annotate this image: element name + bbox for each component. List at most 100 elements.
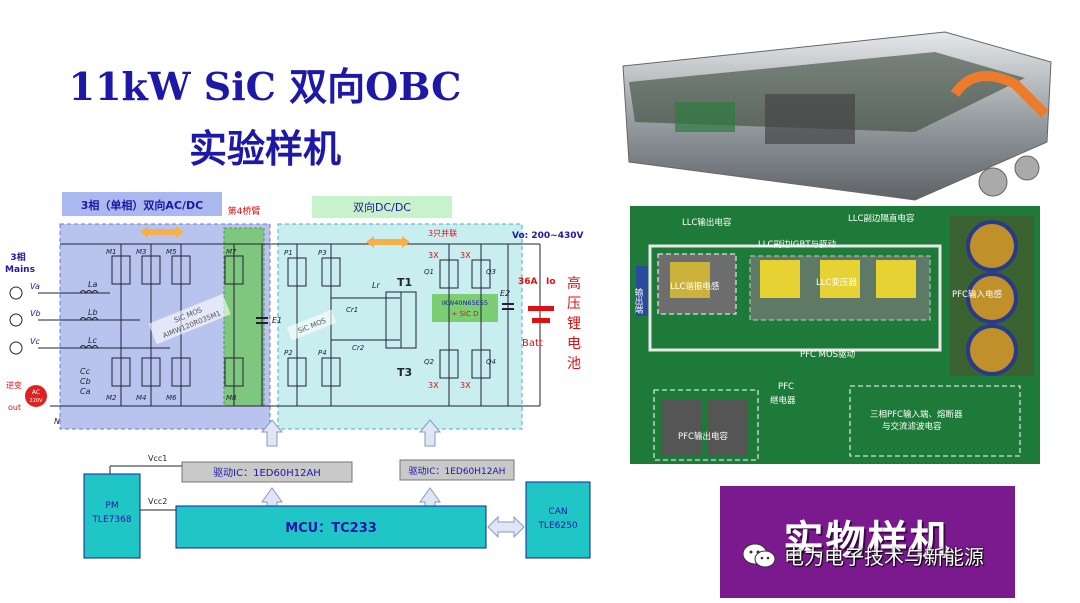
- la-label: La: [88, 280, 97, 289]
- pm-part: TLE7368: [91, 515, 131, 525]
- lr-label: Lr: [372, 281, 380, 290]
- cc-label: Cc: [80, 367, 91, 376]
- mains-label: 3相: [10, 251, 25, 263]
- lc-label: Lc: [88, 336, 97, 345]
- switch-m7: M7: [226, 248, 237, 256]
- three-parallel-label: 3只并联: [428, 228, 457, 238]
- ac-volt-label: 220V: [30, 398, 44, 404]
- switch-q4: Q4: [486, 358, 496, 366]
- dc-dc-label: 双向DC/DC: [353, 200, 411, 214]
- label-pfc-relay: PFC: [778, 382, 794, 392]
- ac-dc-header: [62, 192, 222, 216]
- label-pfc-input-terminal: 三相PFC输入端、熔断器: [870, 410, 963, 420]
- watermark: 电力电子技术与新能源: [742, 541, 984, 570]
- mcu-block: [175, 505, 487, 549]
- fourth-leg-label: 第4桥臂: [228, 205, 261, 217]
- va-label: Va: [30, 282, 40, 291]
- switch-m2: M2: [106, 394, 117, 402]
- switch-m6: M6: [166, 394, 177, 402]
- label-llc-side-cap: LLC副边隔直电容: [848, 214, 915, 224]
- watermark-text: 电力电子技术与新能源: [784, 545, 984, 569]
- switch-q1: Q1: [424, 268, 434, 276]
- can-label: CAN: [548, 507, 567, 517]
- x3-label-2: 3X: [460, 251, 471, 260]
- vcc1-label: Vcc1: [148, 454, 167, 463]
- label-llc-igbt: LLC副边IGBT与驱动: [758, 240, 837, 250]
- label-side-output: 输出端: [633, 288, 643, 314]
- label-llc-transformer: LLC变压器: [816, 278, 857, 288]
- lb-label: Lb: [88, 308, 98, 317]
- x3-label-3: 3X: [428, 381, 439, 390]
- t3-label: T3: [397, 366, 412, 379]
- cr2-label: Cr2: [352, 344, 365, 352]
- pm-label: PM: [105, 501, 118, 511]
- vc-label: Vc: [30, 337, 40, 346]
- n-label: N: [54, 417, 60, 426]
- x3-label-1: 3X: [428, 251, 439, 260]
- vb-label: Vb: [30, 309, 41, 318]
- prototype-banner: 实物样机: [720, 486, 1015, 598]
- inverse-out-label2: out: [8, 403, 21, 412]
- mains-label2: Mains: [5, 265, 35, 275]
- wechat-icon: [742, 543, 776, 567]
- io-current-label: 36A: [518, 277, 538, 287]
- title-line2: 实验样机: [188, 127, 341, 171]
- circuit-diagram: 3相（单相）双向AC/DC 第4桥臂 双向DC/DC 3相 Mains Va V…: [5, 192, 591, 559]
- mcu-label: MCU：TC233: [285, 521, 377, 536]
- battery-label-4: 池: [567, 356, 581, 372]
- battery-symbol-top: [528, 306, 554, 311]
- e1-label: E1: [272, 316, 282, 325]
- switch-m3: M3: [136, 248, 147, 256]
- t1-label: T1: [397, 276, 412, 289]
- ac-source: [25, 385, 47, 407]
- switch-m4: M4: [136, 394, 147, 402]
- dc-dc-header: [312, 196, 452, 218]
- switch-q3: Q3: [486, 268, 496, 276]
- battery-symbol-bottom: [532, 318, 550, 323]
- io-label: Io: [546, 277, 556, 287]
- driver-ic-1: [181, 461, 353, 483]
- plus-sic-d: + SiC D: [452, 310, 479, 318]
- ac-dc-arrow: [140, 226, 184, 238]
- switch-m1: M1: [106, 248, 117, 256]
- battery-label-0: 高: [567, 275, 581, 292]
- label-pfc-relay2: 继电器: [770, 396, 796, 406]
- switch-p1: P1: [284, 249, 293, 257]
- switch-p4: P4: [318, 349, 327, 357]
- prototype-board-photo: LLC输出电容 LLC副边隔直电容 LLC副边IGBT与驱动 LLC谐振电感 L…: [630, 206, 1040, 464]
- switch-p3: P3: [318, 249, 327, 257]
- cr1-label: Cr1: [346, 306, 358, 314]
- can-block: [525, 481, 591, 559]
- igbt-part: IKW40N65ES5: [442, 299, 488, 307]
- switch-m8: M8: [226, 394, 237, 402]
- ca-label: Ca: [80, 387, 91, 396]
- dc-dc-arrow: [366, 236, 410, 248]
- driver-ic-2-label: 驱动IC：1ED60H12AH: [409, 466, 506, 477]
- driver-ic-1-label: 驱动IC：1ED60H12AH: [213, 467, 321, 479]
- e2-label: E2: [500, 289, 510, 298]
- label-pfc-input-inductor: PFC输入电感: [952, 290, 1002, 300]
- title-line1: 11kW SiC 双向OBC: [68, 64, 462, 109]
- vo-label: Vo: 200~430V: [512, 231, 584, 241]
- ac-dc-label: 3相（单相）双向AC/DC: [81, 198, 203, 212]
- can-arrow: [487, 515, 525, 539]
- x3-label-4: 3X: [460, 381, 471, 390]
- battery-label-3: 电: [567, 336, 581, 352]
- label-pfc-mos-drive: PFC MOS驱动: [800, 350, 856, 360]
- pm-block: [83, 473, 141, 559]
- vcc2-label: Vcc2: [148, 497, 167, 506]
- batt-label: Batt: [522, 338, 543, 349]
- battery-label-1: 压: [567, 296, 581, 312]
- label-llc-res-inductor: LLC谐振电感: [670, 282, 720, 292]
- prototype-enclosure-photo: [615, 22, 1055, 212]
- banner-text: 实物样机: [783, 518, 952, 564]
- switch-q2: Q2: [424, 358, 435, 366]
- label-llc-output-cap: LLC输出电容: [682, 218, 732, 228]
- label-pfc-output-cap: PFC输出电容: [678, 432, 728, 442]
- driver-ic-2: [399, 459, 515, 481]
- battery-label-2: 锂: [567, 316, 581, 332]
- label-pfc-input-terminal2: 与交流滤波电容: [882, 422, 942, 432]
- ac-source-label: AC: [32, 389, 40, 396]
- inverse-out-label: 逆变: [6, 380, 22, 390]
- switch-p2: P2: [284, 349, 293, 357]
